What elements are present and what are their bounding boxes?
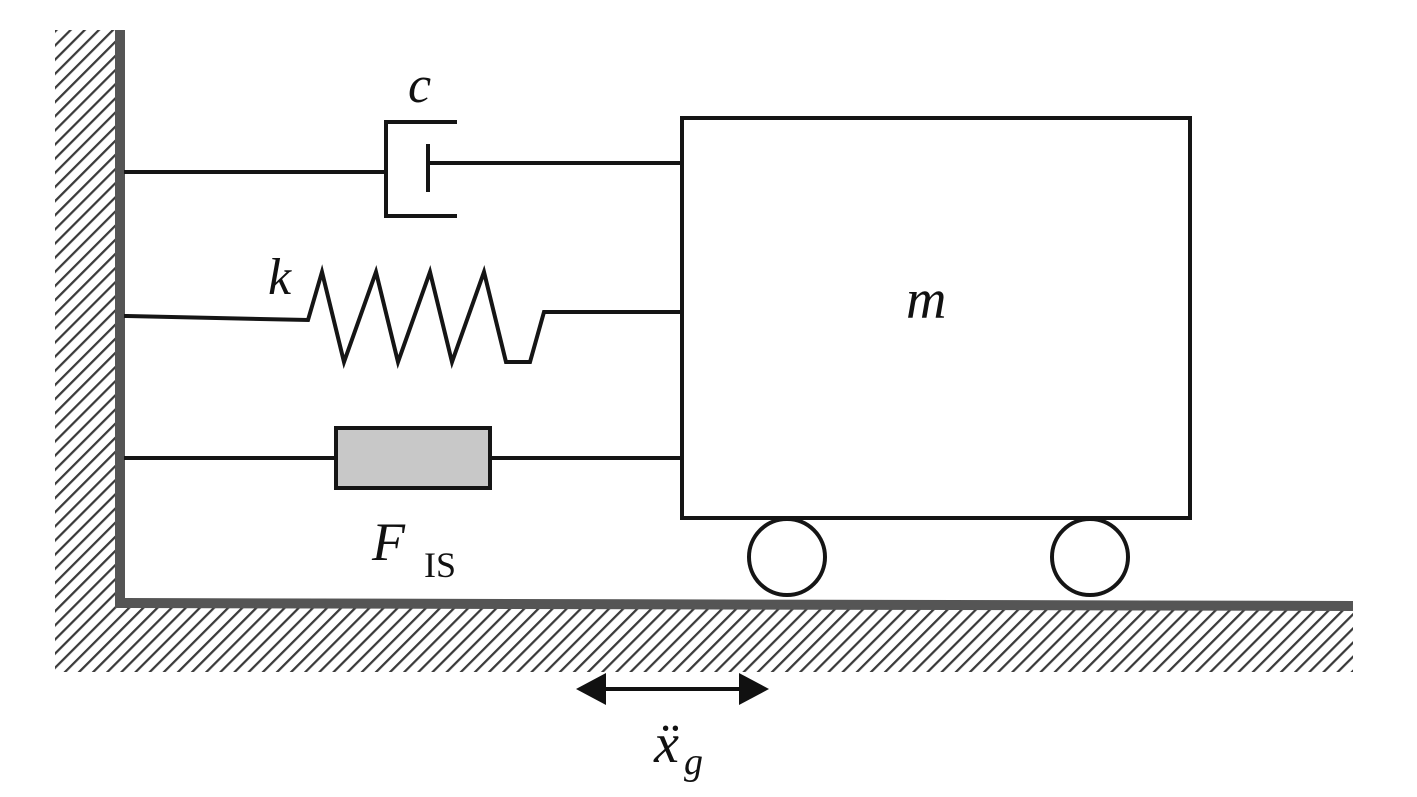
right-wheel — [1050, 517, 1130, 597]
left-wheel — [747, 517, 827, 597]
spring — [123, 264, 684, 369]
isolator-label-subscript: IS — [424, 545, 456, 585]
damper-label: c — [408, 57, 431, 114]
damper — [124, 120, 684, 218]
ground-hatching — [55, 606, 1353, 672]
ground-line — [114, 598, 1354, 611]
mass-block — [680, 116, 1192, 520]
mass-label: m — [906, 269, 946, 331]
spring-label: k — [268, 249, 292, 306]
isolator-element — [124, 426, 684, 490]
wall-hatching — [55, 30, 119, 672]
isolator-label: F — [371, 512, 406, 572]
ground-accel-subscript: g — [684, 741, 703, 783]
ground-accel-label: ẍ — [653, 713, 679, 775]
double-arrow-icon — [576, 673, 769, 705]
